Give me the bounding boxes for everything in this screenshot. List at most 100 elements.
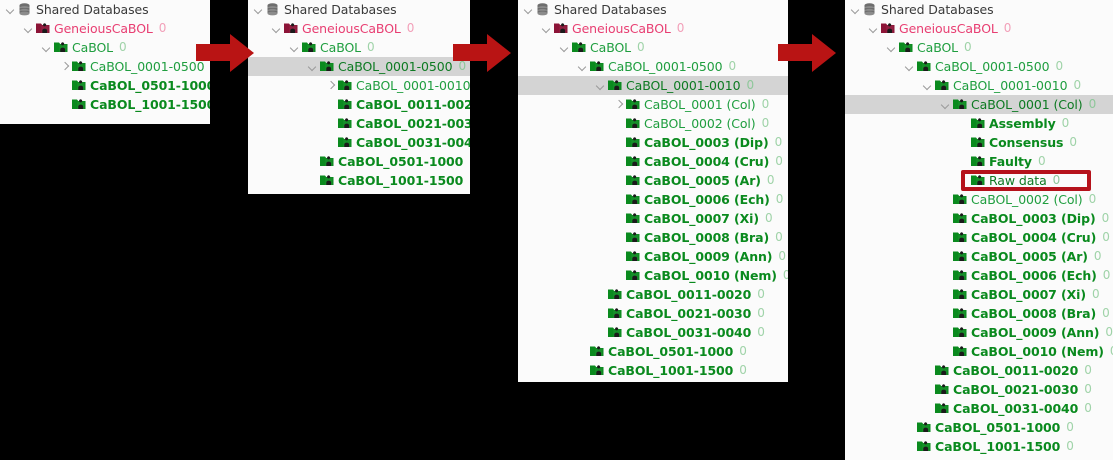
tree-row[interactable]: CaBOL_0002 (Col)0 [845, 190, 1113, 209]
tree-row[interactable]: CaBOL_0001-0500 [0, 57, 210, 76]
chevron-down-icon[interactable] [939, 95, 952, 114]
tree-row[interactable]: CaBOL_0001-0010 [248, 76, 470, 95]
tree-row[interactable]: CaBOL_0006 (Ech)0 [518, 190, 788, 209]
tree-row[interactable]: CaBOL_0001 (Col)0 [845, 95, 1113, 114]
chevron-down-icon[interactable] [576, 57, 589, 76]
tree-row-label: CaBOL_0011-0020 [953, 363, 1079, 378]
folder-user-icon [71, 76, 87, 95]
tree-row[interactable]: CaBOL_0004 (Cru)0 [845, 228, 1113, 247]
chevron-down-icon[interactable] [4, 0, 17, 19]
tree-row[interactable]: Shared Databases [248, 0, 470, 19]
chevron-down-icon[interactable] [867, 19, 880, 38]
chevron-down-icon[interactable] [558, 38, 571, 57]
folder-user-icon [970, 133, 986, 152]
chevron-down-icon[interactable] [540, 19, 553, 38]
chevron-placeholder [324, 95, 337, 114]
tree-row[interactable]: CaBOL_0003 (Dip)0 [845, 209, 1113, 228]
chevron-right-icon[interactable] [612, 95, 625, 114]
chevron-down-icon[interactable] [594, 76, 607, 95]
tree-row[interactable]: CaBOL_0010 (Nem)0 [845, 342, 1113, 361]
folder-user-icon [553, 19, 569, 38]
tree-row[interactable]: CaBOL_0011-0020 [248, 95, 470, 114]
tree-row-label: CaBOL [72, 40, 114, 55]
tree-row-label: Consensus [989, 135, 1064, 150]
chevron-down-icon[interactable] [903, 57, 916, 76]
tree-row[interactable]: CaBOL_0001 (Col)0 [518, 95, 788, 114]
tree-row[interactable]: CaBOL_0006 (Ech)0 [845, 266, 1113, 285]
tree-row-count: 0 [1093, 249, 1102, 263]
tree-row[interactable]: CaBOL_0009 (Ann)0 [518, 247, 788, 266]
tree-row[interactable]: CaBOL_0003 (Dip)0 [518, 133, 788, 152]
chevron-right-icon[interactable] [324, 76, 337, 95]
tree-row[interactable]: CaBOL_0009 (Ann)0 [845, 323, 1113, 342]
chevron-down-icon[interactable] [288, 38, 301, 57]
tree-row[interactable]: CaBOL_0008 (Bra)0 [845, 304, 1113, 323]
chevron-down-icon[interactable] [306, 57, 319, 76]
tree-row-label: CaBOL_0007 (Xi) [971, 287, 1086, 302]
folder-user-icon [934, 361, 950, 380]
chevron-placeholder [939, 285, 952, 304]
tree-row[interactable]: CaBOL_0501-1000 [0, 76, 210, 95]
tree-row[interactable]: CaBOL_0008 (Bra)0 [518, 228, 788, 247]
chevron-down-icon[interactable] [885, 38, 898, 57]
tree-row-count: 0 [746, 78, 755, 92]
chevron-down-icon[interactable] [921, 76, 934, 95]
tree-row[interactable]: CaBOL_0002 (Col)0 [518, 114, 788, 133]
chevron-down-icon[interactable] [22, 19, 35, 38]
tree-row[interactable]: CaBOL_0007 (Xi)0 [518, 209, 788, 228]
folder-user-icon [625, 247, 641, 266]
tree-row-label: CaBOL [320, 40, 362, 55]
chevron-placeholder [921, 380, 934, 399]
chevron-down-icon[interactable] [849, 0, 862, 19]
tree-row[interactable]: CaBOL_0004 (Cru)0 [518, 152, 788, 171]
tree-row[interactable]: CaBOL_0031-0040 [248, 133, 470, 152]
tree-row[interactable]: CaBOL_0005 (Ar)0 [845, 247, 1113, 266]
tree-row-label: CaBOL_0004 (Cru) [971, 230, 1097, 245]
tree-row-label: CaBOL_1001-1500 [338, 173, 464, 188]
database-icon [535, 0, 551, 19]
chevron-down-icon[interactable] [522, 0, 535, 19]
chevron-down-icon[interactable] [40, 38, 53, 57]
chevron-placeholder [957, 133, 970, 152]
tree-row[interactable]: CaBOL_0007 (Xi)0 [845, 285, 1113, 304]
tree-row[interactable]: CaBOL_1001-1500 [0, 95, 210, 114]
chevron-right-icon[interactable] [58, 57, 71, 76]
tree-row[interactable]: CaBOL_0010 (Nem)0 [518, 266, 788, 285]
tree-row[interactable]: CaBOL_0021-0030 [248, 114, 470, 133]
tree-row[interactable]: Shared Databases [845, 0, 1113, 19]
tree-row[interactable]: Shared Databases [0, 0, 210, 19]
tree-row[interactable]: Shared Databases [518, 0, 788, 19]
tree-row[interactable]: CaBOL_0005 (Ar)0 [518, 171, 788, 190]
chevron-down-icon[interactable] [270, 19, 283, 38]
chevron-down-icon[interactable] [252, 0, 265, 19]
